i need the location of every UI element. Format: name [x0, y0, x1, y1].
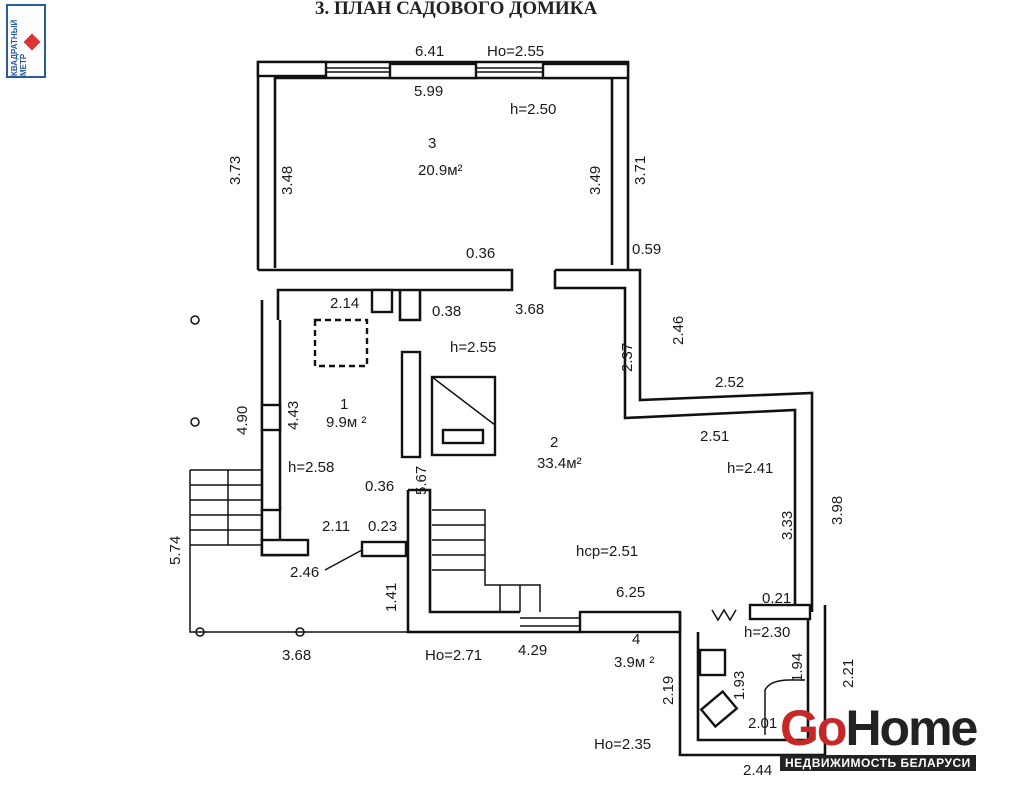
main-walls — [189, 268, 814, 637]
dim: 0.36 — [365, 478, 394, 495]
dim: 2.11 — [322, 518, 350, 535]
dim: 4.90 — [234, 406, 251, 435]
room-height: h=2.30 — [744, 624, 790, 641]
dim: 2.51 — [700, 428, 729, 445]
dimension-labels: 6.41 Ho=2.55 5.99 h=2.50 3 20.9м² 3.73 3… — [167, 43, 857, 779]
dim: 6.25 — [616, 584, 645, 601]
dim: hср=2.51 — [576, 543, 638, 560]
gohome-home: Home — [845, 700, 978, 756]
room-area: 9.9м ² — [326, 414, 366, 431]
dim: 2.52 — [715, 374, 744, 391]
dim: 4.43 — [285, 401, 302, 430]
room-3-walls — [256, 60, 630, 270]
kvadratny-metr-logo: КВАДРАТНЫЙ МЕТР — [6, 4, 46, 78]
dim: 2.14 — [330, 295, 359, 312]
room-number: 2 — [550, 434, 558, 451]
plan-title: 3. ПЛАН САДОВОГО ДОМИКА — [315, 0, 597, 19]
dim: h=2.41 — [727, 460, 773, 477]
dim: 3.48 — [279, 166, 296, 195]
dim: 2.46 — [670, 316, 687, 345]
dim: 3.49 — [587, 166, 604, 195]
room-area: 20.9м² — [418, 162, 463, 179]
dim: 1.94 — [789, 653, 806, 682]
dim: 0.21 — [762, 590, 791, 607]
gohome-go: Go — [780, 700, 847, 756]
dim: 0.23 — [368, 518, 397, 535]
dim: 6.41 — [415, 43, 444, 60]
dim: 2.21 — [840, 659, 857, 688]
room-area: 3.9м ² — [614, 654, 654, 671]
dim: 5.74 — [167, 536, 184, 565]
dim: 0.36 — [466, 245, 495, 262]
dim: Ho=2.71 — [425, 647, 482, 664]
dim: 0.38 — [432, 303, 461, 320]
dim: 2.37 — [619, 343, 636, 372]
dim: 3.68 — [282, 647, 311, 664]
room-number: 1 — [340, 396, 348, 413]
dim: 5.67 — [413, 466, 430, 495]
room-number: 3 — [428, 135, 436, 152]
dim: 2.01 — [748, 715, 777, 732]
dim: Ho=2.35 — [594, 736, 651, 753]
room-height: h=2.55 — [450, 339, 496, 356]
dim: 1.41 — [383, 583, 400, 612]
dim: 3.33 — [779, 511, 796, 540]
room-height: h=2.58 — [288, 459, 334, 476]
gohome-subtitle: НЕДВИЖИМОСТЬ БЕЛАРУСИ — [780, 755, 977, 771]
dim: 3.73 — [227, 156, 244, 185]
dim: 3.68 — [515, 301, 544, 318]
dim: 3.98 — [829, 496, 846, 525]
dim: 4.29 — [518, 642, 547, 659]
gohome-watermark: GoHome НЕДВИЖИМОСТЬ БЕЛАРУСИ — [780, 700, 978, 771]
room-area: 33.4м² — [537, 455, 582, 472]
dim: 2.44 — [743, 762, 772, 779]
dim: 2.19 — [660, 676, 677, 705]
dim: 0.59 — [632, 241, 661, 258]
bathroom-walls — [678, 603, 827, 757]
dim: 1.93 — [731, 671, 748, 700]
dim: 3.71 — [632, 156, 649, 185]
room-number: 4 — [632, 631, 640, 648]
room-height: h=2.50 — [510, 101, 556, 118]
dim: 2.46 — [290, 564, 319, 581]
dim: 5.99 — [414, 83, 443, 100]
dim: Ho=2.55 — [487, 43, 544, 60]
